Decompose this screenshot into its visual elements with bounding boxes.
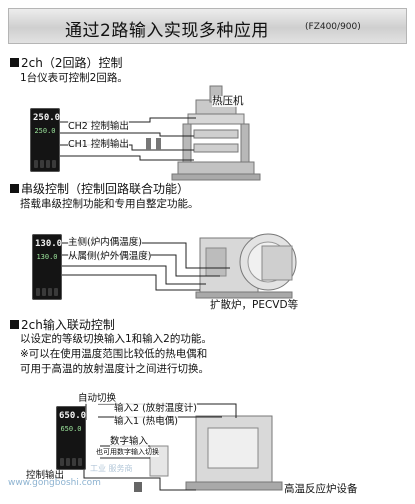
label-digital-input: 数字输入 (110, 436, 149, 447)
label-ch1-output: CH1 控制输出 (68, 139, 129, 150)
controller-linked: 650.0 650.0 (56, 406, 86, 470)
equipment-reactor: 高温反应炉设备 (284, 483, 358, 495)
label-ch2-output: CH2 控制输出 (68, 121, 129, 132)
section1-description: 1台仪表可控制2回路。 (20, 72, 128, 84)
title-banner: 通过2路输入实现多种应用 (FZ400/900) (8, 8, 407, 44)
controller-keys (60, 458, 82, 466)
watermark-tagline: 工业 服务商 (90, 464, 133, 473)
label-auto-switch: 自动切换 (78, 393, 117, 404)
section2-description: 搭载串级控制功能和专用自整定功能。 (20, 198, 199, 210)
equipment-hot-press: 热压机 (212, 95, 244, 107)
controller-keys (34, 160, 56, 168)
bullet-square-icon (10, 320, 19, 329)
reactor-illustration (149, 415, 283, 491)
furnace-illustration (195, 233, 297, 299)
equipment-furnace: 扩散炉，PECVD等 (210, 299, 299, 311)
controller-cascade: 130.0 130.0 (32, 234, 62, 300)
section2-heading: 串级控制（控制回路联合功能） (10, 180, 189, 197)
watermark-site: www.gongboshi.com (8, 478, 101, 488)
controller-keys (36, 288, 58, 296)
section3-description-line1: 以设定的等级切换输入1和输入2的功能。 (20, 333, 212, 345)
page-title: 通过2路输入实现多种应用 (65, 21, 269, 41)
label-main-side: 主侧(炉内偶温度) (68, 237, 142, 248)
label-control-output: 控制输出 (26, 470, 65, 481)
section3-heading: 2ch输入联动控制 (10, 316, 115, 333)
section3-description-line2: ※可以在使用温度范围比较低的热电偶和 (20, 348, 208, 360)
label-sub-side: 从属侧(炉外偶温度) (68, 251, 152, 262)
bullet-square-icon (10, 58, 19, 67)
hot-press-illustration (171, 85, 261, 181)
section3-description-line3: 可用于高温的放射温度计之间进行切换。 (20, 363, 209, 375)
controller-ch2: 250.0 250.0 (30, 108, 60, 172)
label-input2: 输入2 (放射温度计) (114, 403, 197, 414)
section1-heading: 2ch（2回路）控制 (10, 54, 122, 71)
label-digital-input-sub: 也可用数字输入切换 (96, 448, 159, 457)
bullet-square-icon (10, 184, 19, 193)
model-label: (FZ400/900) (305, 22, 361, 32)
label-input1: 输入1 (热电偶) (114, 416, 178, 427)
